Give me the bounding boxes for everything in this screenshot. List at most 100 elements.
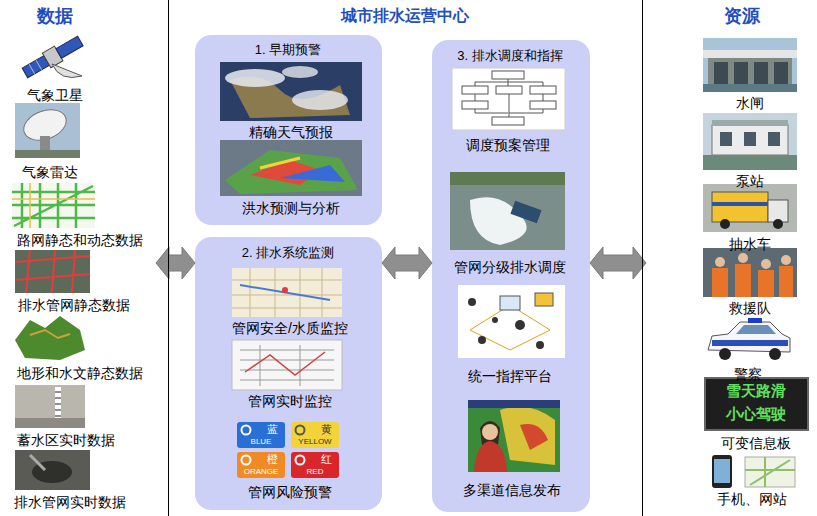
road-network-map (12, 183, 95, 228)
caption: 洪水预测与分析 (242, 200, 340, 217)
police-car (769, 348, 781, 360)
police-car (748, 318, 762, 323)
command-network (535, 293, 553, 306)
rescue-team-photo (712, 264, 793, 297)
terrain-model (15, 316, 85, 360)
flowchart-image (496, 86, 522, 94)
sluice-photo (774, 62, 788, 84)
pipe-photo (30, 455, 45, 470)
rescue-team-photo (703, 248, 797, 297)
radar-photo (15, 150, 80, 158)
caption: 泵站 (736, 173, 764, 190)
heading: 3. 排水调度和指挥 (457, 48, 562, 64)
warning-panel: 1. 早期预警精确天气预报洪水预测与分析 (195, 35, 382, 225)
pumping-photo (510, 201, 541, 224)
city-map (282, 287, 288, 293)
rescue-team-photo (712, 268, 728, 297)
command-network (536, 341, 544, 349)
warning-level-text: ORANGE (244, 467, 279, 477)
weather-broadcast (482, 424, 498, 440)
satellite-icon (56, 36, 83, 58)
phone-and-website (745, 457, 795, 487)
pump-truck-photo (720, 219, 730, 229)
sluice-photo (754, 62, 768, 84)
terrain-model (30, 330, 70, 338)
command-network (470, 305, 550, 350)
caption: 精确天气预报 (249, 124, 333, 141)
caption: 排水管网静态数据 (18, 297, 130, 314)
road-network-map (12, 183, 95, 228)
pipe-network-map (15, 250, 90, 293)
weather-broadcast (500, 407, 555, 465)
pumping-photo (450, 172, 565, 250)
caption: 统一指挥平台 (468, 368, 552, 385)
monitor-screen (232, 340, 342, 390)
storage-photo (15, 385, 85, 428)
flowchart-image (530, 101, 556, 109)
weather-satellite-map (220, 62, 362, 121)
pump-station-photo (768, 132, 780, 146)
panel-background (432, 40, 590, 512)
storage-photo (15, 385, 85, 428)
sluice-photo (703, 38, 797, 92)
pump-truck-photo (773, 219, 783, 229)
flowchart-image (462, 86, 488, 94)
warning-icons (296, 426, 305, 435)
pumping-photo (450, 172, 565, 250)
rescue-team-photo (758, 270, 774, 297)
warning-level-text: YELLOW (298, 437, 331, 447)
pump-truck-photo (703, 184, 797, 232)
phone-and-website (714, 459, 730, 483)
pump-station-photo (712, 125, 788, 155)
pump-station-photo (720, 132, 732, 146)
sign-message: 雪天路滑 (726, 382, 786, 400)
city-map (232, 268, 342, 317)
radar-photo (15, 103, 80, 158)
warning-icons (291, 452, 339, 478)
warning-icons (296, 456, 305, 465)
city-map (232, 268, 342, 317)
warning-icons (237, 452, 285, 478)
warning-level-text: 蓝 (267, 423, 278, 436)
pump-station-photo (703, 113, 797, 170)
warning-icons (242, 426, 251, 435)
weather-broadcast (474, 441, 507, 472)
police-car (708, 318, 790, 360)
rescue-team-photo (761, 259, 771, 269)
police-car (712, 340, 788, 346)
road-network-map (12, 183, 95, 228)
operations-center: 城市排水运营中心1. 早期预警精确天气预报洪水预测与分析2. 排水系统监测管网安… (168, 0, 643, 516)
pipe-photo (15, 450, 90, 490)
pipe-photo (15, 450, 90, 490)
variable-message-sign (705, 378, 808, 430)
pump-station-photo (712, 120, 788, 126)
command-network (500, 296, 520, 310)
command-network (468, 298, 544, 349)
police-car (719, 348, 731, 360)
sluice-photo (703, 38, 797, 92)
command-network (492, 317, 498, 323)
flowchart-image (475, 79, 543, 117)
pump-station-photo (703, 155, 797, 170)
pump-station-photo (703, 113, 797, 170)
double-arrow (156, 247, 195, 279)
caption: 气象雷达 (22, 164, 78, 181)
terrain-model (15, 313, 85, 361)
satellite-icon (21, 34, 85, 81)
flood-model (220, 140, 362, 196)
weather-broadcast (520, 424, 548, 450)
pipe-network-map (15, 250, 90, 293)
heading: 1. 早期预警 (255, 42, 321, 58)
caption: 管网实时监控 (248, 393, 332, 410)
caption: 调度预案管理 (466, 137, 550, 154)
satellite-icon (21, 34, 85, 81)
rescue-team-photo (715, 257, 725, 267)
pump-truck-photo (703, 184, 797, 232)
rescue-team-photo (781, 255, 791, 265)
pump-truck-photo (712, 192, 768, 222)
sluice-photo (714, 62, 728, 84)
monitor-screen (232, 340, 342, 390)
data-column: 数据气象卫星气象雷达路网静态和动态数据排水管网静态数据地形和水文静态数据蓄水区实… (0, 0, 156, 516)
caption: 水闸 (736, 95, 764, 112)
